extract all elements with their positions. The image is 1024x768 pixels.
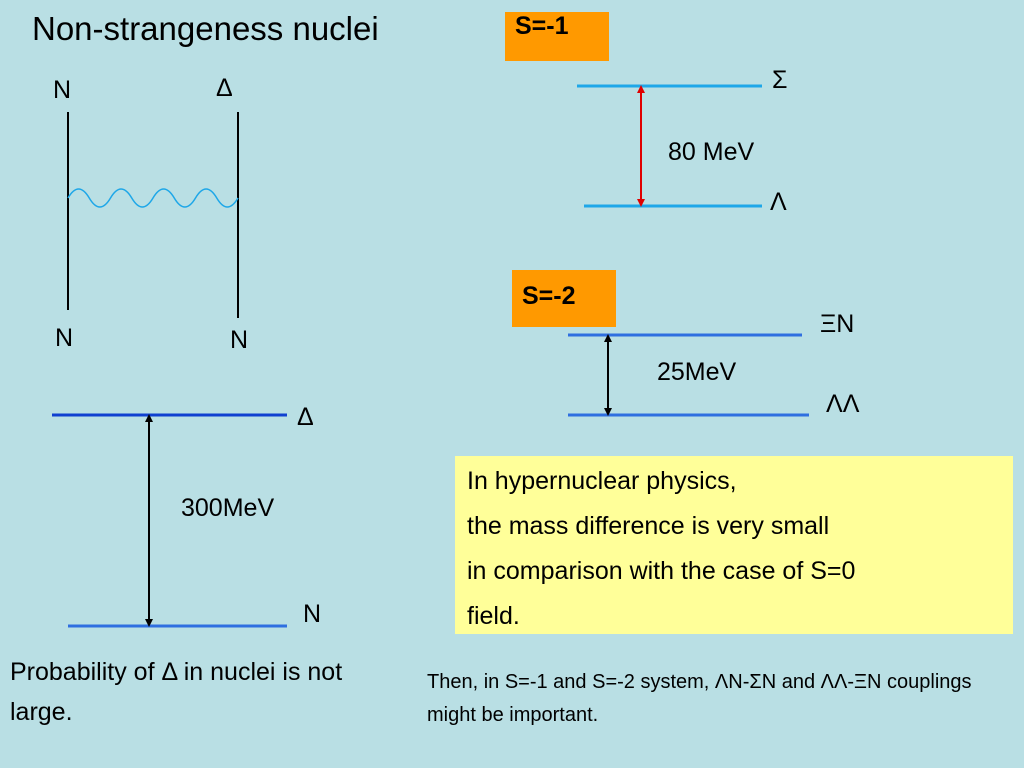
label-lambda: Λ xyxy=(770,188,787,216)
s2-badge: S=-2 xyxy=(512,270,616,327)
delta-gap-value: 300MeV xyxy=(181,494,275,522)
s2-gap-value: 25MeV xyxy=(657,358,737,386)
label-lambda-lambda: ΛΛ xyxy=(826,390,860,418)
meson-exchange-wave xyxy=(67,188,239,208)
probability-note: Probability of Δ in nuclei is not large. xyxy=(10,658,343,726)
label-sigma: Σ xyxy=(772,66,788,94)
label-delta-top-right: Δ xyxy=(216,74,233,102)
label-n-level: N xyxy=(303,600,322,628)
page-title: Non-strangeness nuclei xyxy=(32,10,379,47)
highlight-box: In hypernuclear physics, the mass differ… xyxy=(455,456,1013,634)
s1-badge: S=-1 xyxy=(505,12,609,61)
highlight-line: in comparison with the case of S=0 xyxy=(467,557,856,585)
label-delta-level: Δ xyxy=(297,403,314,431)
label-n-bottom-left: N xyxy=(55,324,74,352)
label-n-bottom-right: N xyxy=(230,326,249,354)
s1-gap-value: 80 MeV xyxy=(668,138,755,166)
highlight-line: field. xyxy=(467,602,520,630)
coupling-note: Then, in S=-1 and S=-2 system, ΛN-ΣN and… xyxy=(427,671,972,726)
highlight-line: In hypernuclear physics, xyxy=(467,467,737,495)
highlight-line: the mass difference is very small xyxy=(467,512,830,540)
label-xi-n: ΞN xyxy=(820,310,855,338)
label-n-top-left: N xyxy=(53,76,72,104)
